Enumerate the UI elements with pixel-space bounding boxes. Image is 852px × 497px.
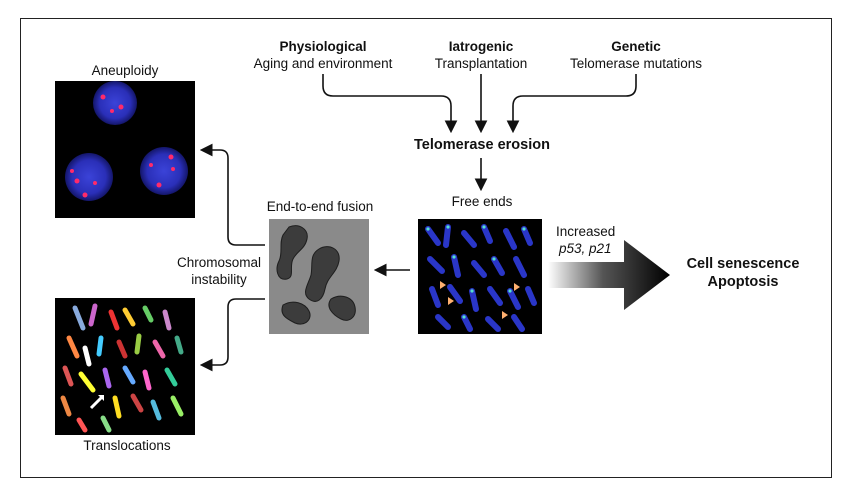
end-to-end-fusion-micrograph [269, 219, 369, 334]
end-to-end-fusion-label: End-to-end fusion [266, 199, 374, 214]
p53-p21-label: p53, p21 [559, 241, 612, 256]
translocations-karyotype [55, 298, 195, 435]
chromosomal-instability-label-1: Chromosomal [176, 255, 262, 270]
fused-chromosomes [276, 225, 356, 325]
cause-physiological-title: Physiological [279, 39, 367, 54]
free-ends-label: Free ends [451, 194, 513, 209]
apoptosis-label: Apoptosis [707, 274, 779, 290]
senescence-arrow [548, 240, 670, 310]
aneuploidy-label: Aneuploidy [91, 63, 159, 78]
cell-senescence-label: Cell senescence [686, 256, 800, 272]
aneuploidy-micrograph [55, 81, 195, 218]
cause-physiological-desc: Aging and environment [253, 56, 393, 71]
aneuploidy-nuclei [65, 81, 188, 201]
cause-genetic-desc: Telomerase mutations [569, 56, 703, 71]
translocations-label: Translocations [83, 438, 171, 453]
cause-iatrogenic-desc: Transplantation [434, 56, 528, 71]
telomerase-erosion-label: Telomerase erosion [414, 137, 550, 153]
free-ends-metaphase [418, 219, 542, 334]
increased-label: Increased [556, 224, 616, 239]
cause-genetic-title: Genetic [611, 39, 661, 54]
chromosomal-instability-label-2: instability [191, 272, 247, 287]
metaphase-chromosomes [425, 224, 537, 332]
cause-iatrogenic-title: Iatrogenic [448, 39, 514, 54]
translocation-chromosomes [60, 303, 184, 433]
